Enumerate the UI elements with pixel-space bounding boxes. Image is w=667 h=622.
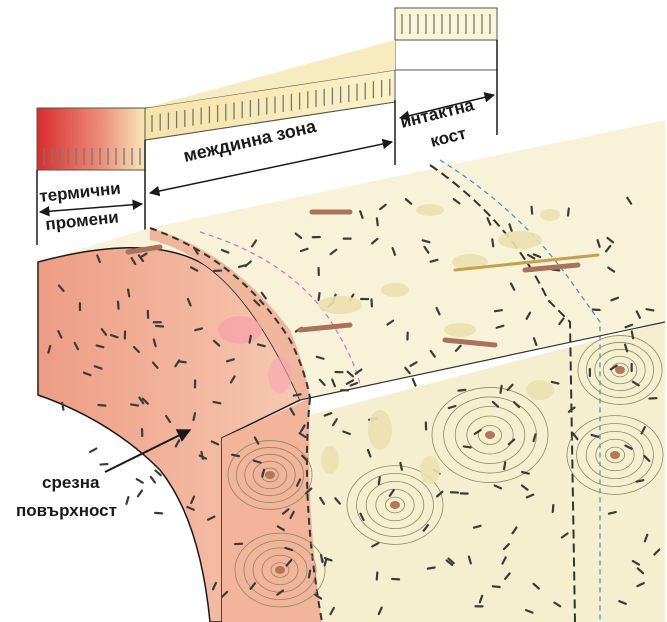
intact-zone-label-1: интактна [398, 95, 476, 132]
intact-zone-label-2: кост [428, 124, 468, 151]
cut-surface-label-1: срезна [42, 473, 100, 492]
thermal-zone-label-1: термични [38, 179, 121, 206]
cut-surface-label-2: повърхност [16, 501, 117, 520]
thermal-zone-bar [37, 108, 145, 170]
burned-front-band [222, 398, 322, 622]
